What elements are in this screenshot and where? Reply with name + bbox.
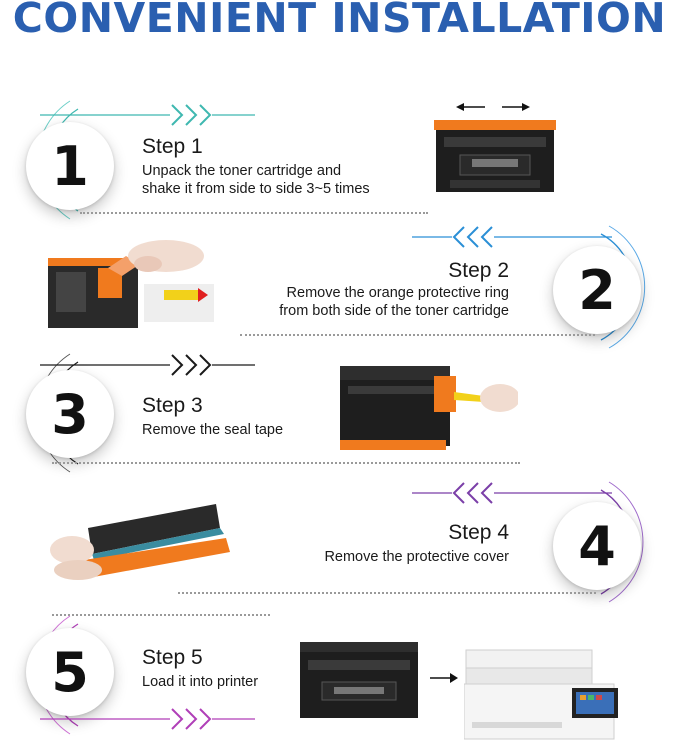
step-4-number-badge: 4: [553, 502, 641, 590]
step-5-number-badge: 5: [26, 628, 114, 716]
step-4-divider: [178, 592, 596, 594]
step-3-desc-line1: Remove the seal tape: [142, 422, 284, 438]
step-5: 5 Step 5 Load it into printer: [0, 608, 679, 741]
step-5-chevron-icon: [40, 708, 255, 730]
step-1-divider: [80, 212, 428, 214]
step-2-number-badge: 2: [553, 246, 641, 334]
step-1-desc-line2: shake it from side to side 3~5 times: [142, 181, 370, 197]
step-2-desc-line2: from both side of the toner cartridge: [279, 303, 509, 319]
step-4: 4 Step 4 Remove the protective cover: [0, 478, 679, 603]
step-3-divider: [52, 462, 520, 464]
step-2-chevron-icon: [412, 226, 612, 248]
step-1-desc-line1: Unpack the toner cartridge and: [142, 163, 342, 179]
step-5-cartridge-image: [300, 642, 418, 718]
step-2-title: Step 2: [448, 259, 509, 282]
step-2-divider: [240, 334, 595, 336]
step-3-title: Step 3: [142, 394, 203, 417]
step-5-desc-line1: Load it into printer: [142, 674, 259, 690]
step-1-title: Step 1: [142, 135, 203, 158]
step-1-chevron-icon: [40, 104, 255, 126]
step-5-divider: [52, 614, 270, 616]
step-2-desc-line1: Remove the orange protective ring: [286, 285, 509, 301]
step-4-title: Step 4: [448, 521, 509, 544]
step-1: 1 Step 1 Unpack the toner cartridge and …: [0, 95, 679, 220]
step-3-cartridge-image: [340, 366, 518, 450]
step-2-cartridge-image: [48, 240, 214, 328]
step-1-number-badge: 1: [26, 122, 114, 210]
step-3-chevron-icon: [40, 354, 255, 376]
step-3-number-badge: 3: [26, 370, 114, 458]
step-4-chevron-icon: [412, 482, 612, 504]
page-title: CONVENIENT INSTALLATION: [12, 0, 667, 42]
step-1-cartridge-image: [434, 103, 556, 192]
step-2: 2 Step 2 Remove the orange protective ri…: [0, 222, 679, 350]
arrow-right-icon: [430, 673, 458, 683]
step-3: 3 Step 3 Remove the seal tape: [0, 350, 679, 475]
step-5-title: Step 5: [142, 646, 203, 669]
printer-image: [464, 649, 618, 740]
step-4-desc-line1: Remove the protective cover: [324, 549, 509, 565]
step-4-cartridge-image: [50, 504, 230, 580]
